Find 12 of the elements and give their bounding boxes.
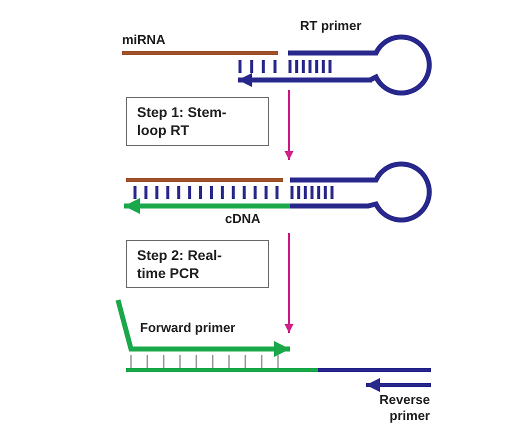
stem-loop-primer-drawing bbox=[122, 34, 432, 96]
strand-label: miRNA bbox=[122, 32, 166, 47]
strand-label: RT primer bbox=[300, 18, 362, 33]
strand-label: cDNA bbox=[225, 211, 260, 226]
arrow bbox=[284, 90, 294, 160]
strand-label: Reverse primer bbox=[378, 392, 430, 424]
step-box: Step 2: Real-time PCR bbox=[126, 240, 269, 288]
pcr-amplification-drawing bbox=[116, 299, 431, 392]
step-box: Step 1: Stem-loop RT bbox=[126, 97, 269, 146]
arrow bbox=[284, 233, 294, 333]
cdna-hybrid-drawing bbox=[124, 162, 432, 222]
strand-label: Forward primer bbox=[140, 320, 236, 335]
